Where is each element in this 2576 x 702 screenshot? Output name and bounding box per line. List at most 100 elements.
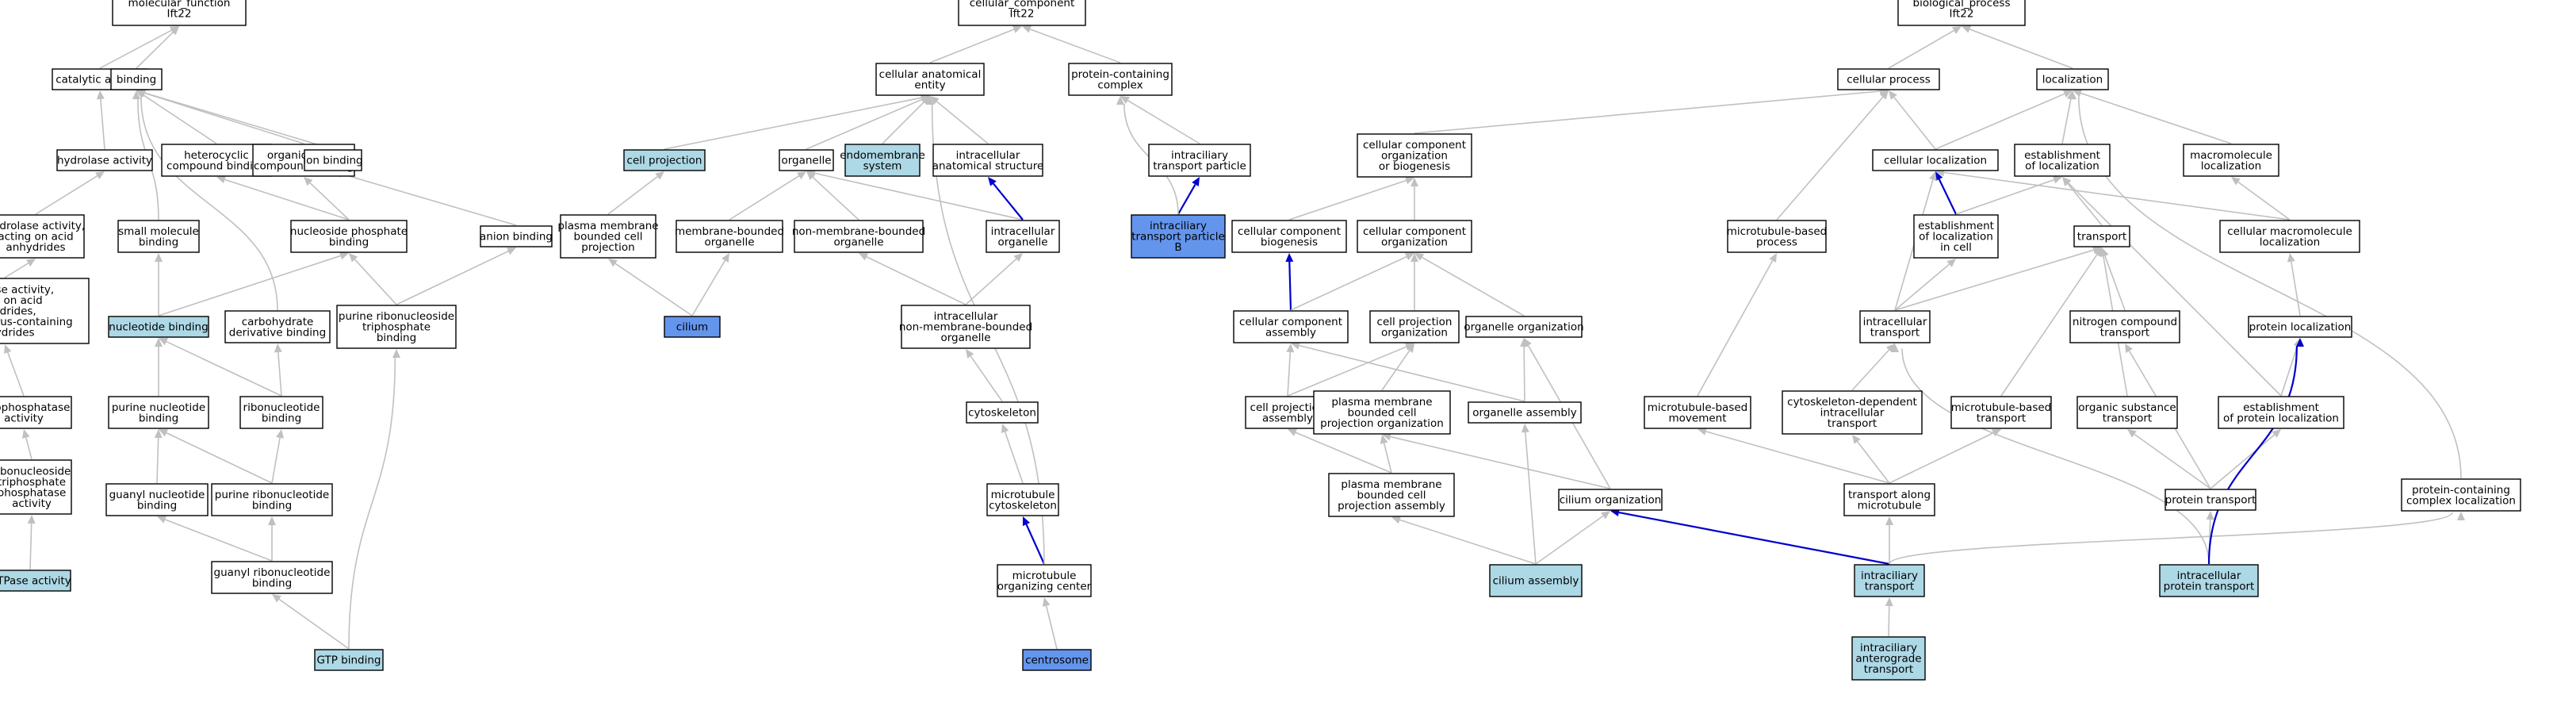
node-label-line: bounded cell bbox=[1348, 407, 1417, 420]
arrowhead-cilium_organization-to-organelle_organization bbox=[1524, 338, 1532, 348]
node-nucleotide-binding[interactable]: nucleotide binding bbox=[108, 316, 209, 338]
edge-cellular_localization-to-localization bbox=[1935, 93, 2065, 150]
node-hydrolase-acid-anhydrides[interactable]: hydrolase activity,acting on acidanhydri… bbox=[0, 214, 85, 259]
node-intracellular-nmbo[interactable]: intracellularnon-membrane-boundedorganel… bbox=[899, 305, 1032, 349]
node-binding[interactable]: binding bbox=[110, 68, 163, 90]
node-cell-projection[interactable]: cell projection bbox=[623, 149, 706, 171]
node-label-line: transport particle bbox=[1153, 159, 1246, 172]
arrowhead-establishment_of_localization_in_cell-to-cellular_localization bbox=[1935, 171, 1943, 182]
edge-microtubule_based_transport-to-transport bbox=[2000, 254, 2098, 397]
node-cytoskeleton[interactable]: cytoskeleton bbox=[966, 401, 1039, 424]
node-box bbox=[0, 396, 72, 429]
node-box bbox=[211, 561, 333, 594]
node-cilium[interactable]: cilium bbox=[664, 316, 721, 338]
node-gtp-binding[interactable]: GTP binding bbox=[314, 649, 384, 671]
node-organelle-organization[interactable]: organelle organization bbox=[1464, 316, 1584, 338]
node-label-line: cellular macromolecule bbox=[2227, 225, 2352, 238]
node-protein-localization[interactable]: protein localization bbox=[2248, 316, 2352, 338]
node-label-line: of localization bbox=[2025, 159, 2099, 172]
node-centrosome[interactable]: centrosome bbox=[1022, 649, 1092, 671]
edge-nucleotide_binding-to-nucleoside_phosphate_binding bbox=[158, 255, 341, 316]
arrowhead-transport_along_microtubule-to-microtubule_based_transport bbox=[1991, 429, 2001, 437]
node-pyrophosphatase-activity[interactable]: pyrophosphataseactivity bbox=[0, 396, 72, 429]
arrowhead-microtubule_cytoskeleton-to-cytoskeleton bbox=[1001, 424, 1009, 434]
node-hydrolase-activity[interactable]: hydrolase activity bbox=[56, 149, 153, 171]
edge-hydrolase_phosphorus-to-hydrolase_acid_anhydrides bbox=[4, 263, 29, 278]
node-label-line: hydrolase activity, bbox=[0, 220, 85, 232]
node-cellular-process[interactable]: cellular process bbox=[1837, 68, 1940, 90]
edge-cc_assembly-to-cc_organization bbox=[1290, 255, 1407, 311]
node-cilium-organization[interactable]: cilium organization bbox=[1558, 489, 1663, 511]
node-organelle-assembly[interactable]: organelle assembly bbox=[1468, 401, 1582, 424]
edge-organelle_assembly-to-organelle_organization bbox=[1523, 346, 1525, 402]
node-box bbox=[932, 144, 1043, 177]
node-cellular-localization[interactable]: cellular localization bbox=[1872, 149, 1999, 171]
node-label-line: cilium bbox=[676, 321, 708, 334]
node-localization[interactable]: localization bbox=[2036, 68, 2109, 90]
edge-centrosome-to-microtubule_organizing_center bbox=[1045, 605, 1058, 650]
node-gtpase-activity[interactable]: GTPase activity bbox=[0, 570, 71, 592]
node-anion-binding[interactable]: anion binding bbox=[480, 225, 553, 247]
arrowhead-centrosome-to-microtubule_organizing_center bbox=[1042, 597, 1051, 607]
node-transport[interactable]: transport bbox=[2073, 225, 2130, 247]
edge-binding-to-mf_root bbox=[136, 32, 174, 69]
node-label-line: intraciliary bbox=[1150, 220, 1207, 232]
node-cytoskeleton-dependent-intracellular-transport[interactable]: cytoskeleton-dependentintracellulartrans… bbox=[1782, 390, 1923, 435]
node-ntp-phosphatase-activity[interactable]: ribonucleosidetriphosphatephosphataseact… bbox=[0, 459, 72, 515]
node-cilium-assembly[interactable]: cilium assembly bbox=[1489, 564, 1583, 597]
node-protein-transport[interactable]: protein transport bbox=[2165, 489, 2256, 511]
node-ion-binding[interactable]: ion binding bbox=[303, 149, 363, 171]
node-organelle[interactable]: organelle bbox=[779, 149, 834, 171]
node-hydrolase-phosphorus[interactable]: hydrolase activity,acting on acidanhydri… bbox=[0, 278, 90, 344]
node-label-line: pyrophosphatase bbox=[0, 401, 70, 414]
